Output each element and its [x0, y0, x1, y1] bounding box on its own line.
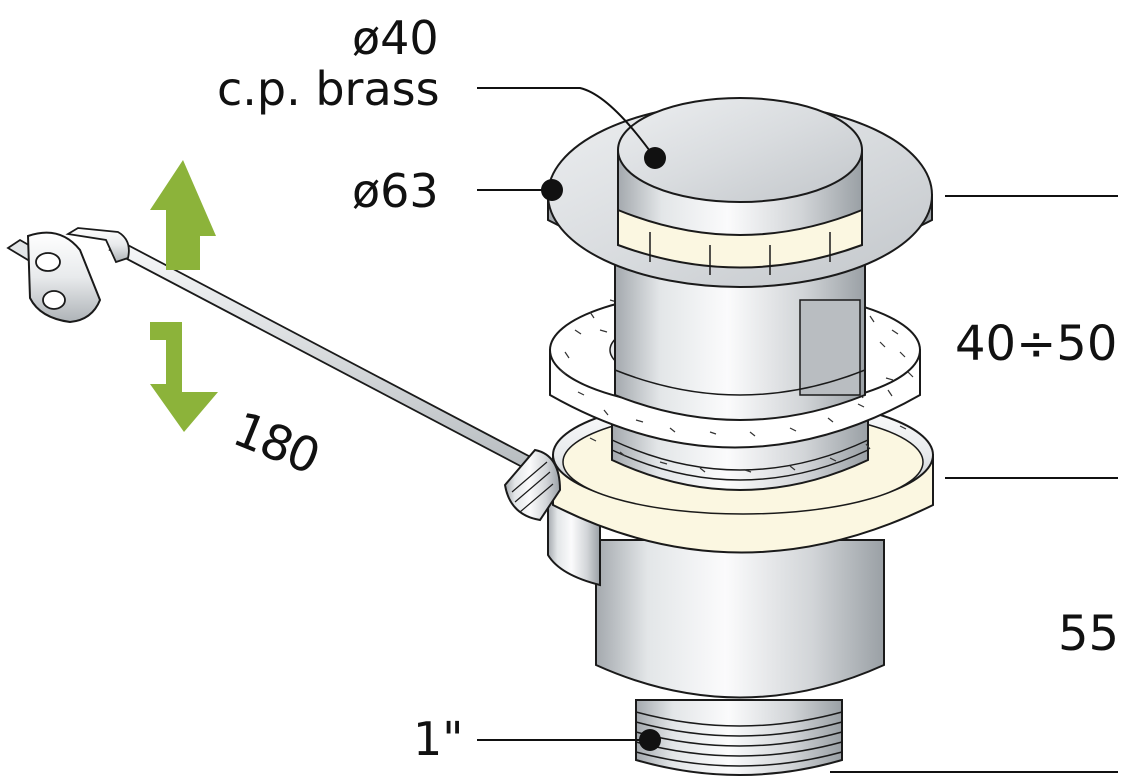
- leader-material: [477, 87, 656, 159]
- plug-stem: [614, 249, 866, 421]
- dot-flange: [541, 179, 563, 201]
- dot-thread: [639, 729, 661, 751]
- arrow-up-icon: [150, 160, 216, 270]
- plug-cap: [617, 97, 863, 275]
- lift-rod: [108, 240, 562, 522]
- body-height-label: 55: [1058, 606, 1120, 662]
- threaded-tail: [635, 699, 843, 776]
- rod-clamp: [6, 227, 130, 324]
- thread-label: 1": [413, 712, 464, 766]
- material-label: c.p. brass: [217, 62, 440, 116]
- adjust-range-label: 40÷50: [955, 316, 1118, 372]
- dot-cap: [644, 147, 666, 169]
- arrow-down-icon: [150, 322, 218, 432]
- cap-diameter-label: ø40: [352, 11, 439, 65]
- leader-dots: [541, 147, 666, 751]
- flange-diameter-label: ø63: [352, 164, 439, 218]
- waste-body: [547, 498, 885, 699]
- leader-lines: [477, 87, 1118, 773]
